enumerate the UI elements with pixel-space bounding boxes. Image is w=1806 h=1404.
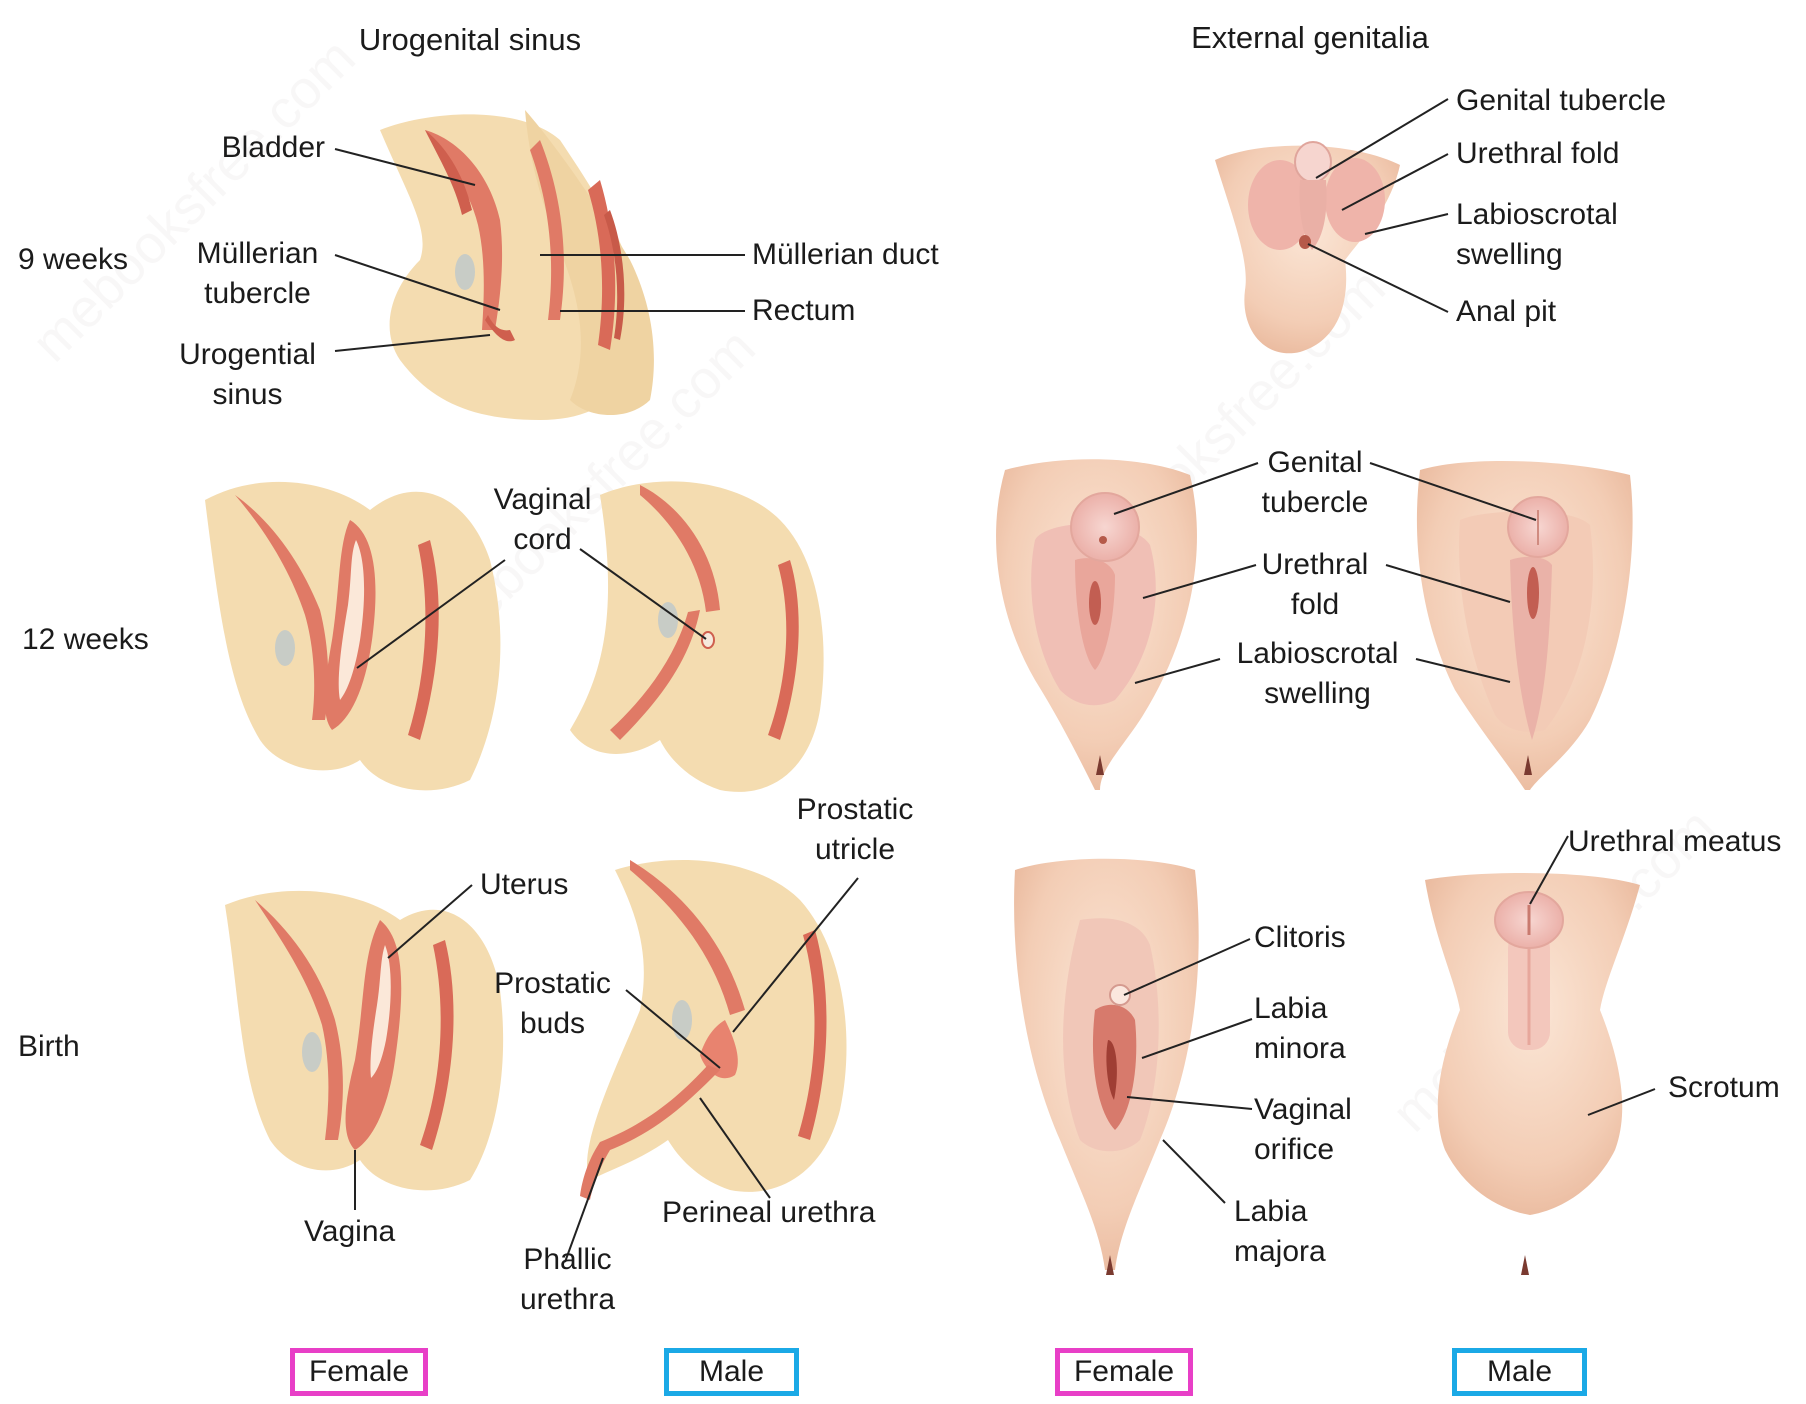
label-mullerian-duct: Müllerian duct — [752, 235, 939, 275]
label-urethral-fold-9w: Urethral fold — [1456, 134, 1619, 174]
ext-12w-female-drawing — [996, 459, 1197, 790]
tag-male-external: Male — [1452, 1348, 1587, 1396]
label-vaginal-orifice: Vaginal orifice — [1254, 1090, 1352, 1170]
label-labioscrotal-swelling-12w: Labioscrotal swelling — [1215, 634, 1420, 714]
urogenital-sinus-header: Urogenital sinus — [330, 20, 610, 60]
label-genital-tubercle-12w: Genital tubercle — [1240, 443, 1390, 523]
ext-birth-male-drawing — [1425, 873, 1640, 1275]
label-urogential-sinus: Urogential sinus — [165, 335, 330, 415]
sinus-birth-female-drawing — [225, 891, 503, 1191]
label-urethral-meatus: Urethral meatus — [1568, 822, 1781, 862]
label-labia-minora: Labia minora — [1254, 989, 1346, 1069]
sinus-12w-female-drawing — [205, 482, 500, 791]
label-urethral-fold-12w: Urethral fold — [1250, 545, 1380, 625]
ext-12w-male-drawing — [1417, 461, 1633, 790]
label-scrotum: Scrotum — [1668, 1068, 1780, 1108]
external-genitalia-header: External genitalia — [1170, 18, 1450, 58]
label-genital-tubercle-9w: Genital tubercle — [1456, 81, 1666, 121]
label-vagina: Vagina — [304, 1212, 395, 1252]
label-anal-pit: Anal pit — [1456, 292, 1556, 332]
tag-male-sinus: Male — [664, 1348, 799, 1396]
age-label-12-weeks: 12 weeks — [22, 620, 149, 660]
label-uterus: Uterus — [480, 865, 568, 905]
ext-9w-drawing — [1215, 142, 1400, 353]
sinus-9w-drawing — [380, 110, 654, 420]
ext-birth-female-drawing — [1014, 859, 1199, 1275]
label-labioscrotal-swelling-9w: Labioscrotal swelling — [1456, 195, 1618, 275]
tag-female-sinus: Female — [290, 1348, 428, 1396]
label-labia-majora: Labia majora — [1234, 1192, 1326, 1272]
age-label-birth: Birth — [18, 1027, 80, 1067]
label-phallic-urethra: Phallic urethra — [500, 1240, 635, 1320]
label-clitoris: Clitoris — [1254, 918, 1346, 958]
label-mullerian-tubercle: Müllerian tubercle — [180, 234, 335, 314]
label-rectum: Rectum — [752, 291, 855, 331]
label-perineal-urethra: Perineal urethra — [662, 1193, 875, 1233]
label-prostatic-buds: Prostatic buds — [480, 964, 625, 1044]
age-label-9-weeks: 9 weeks — [18, 240, 128, 280]
label-vaginal-cord: Vaginal cord — [475, 480, 610, 560]
tag-female-external: Female — [1055, 1348, 1193, 1396]
label-prostatic-utricle: Prostatic utricle — [780, 790, 930, 870]
label-bladder: Bladder — [150, 128, 325, 168]
